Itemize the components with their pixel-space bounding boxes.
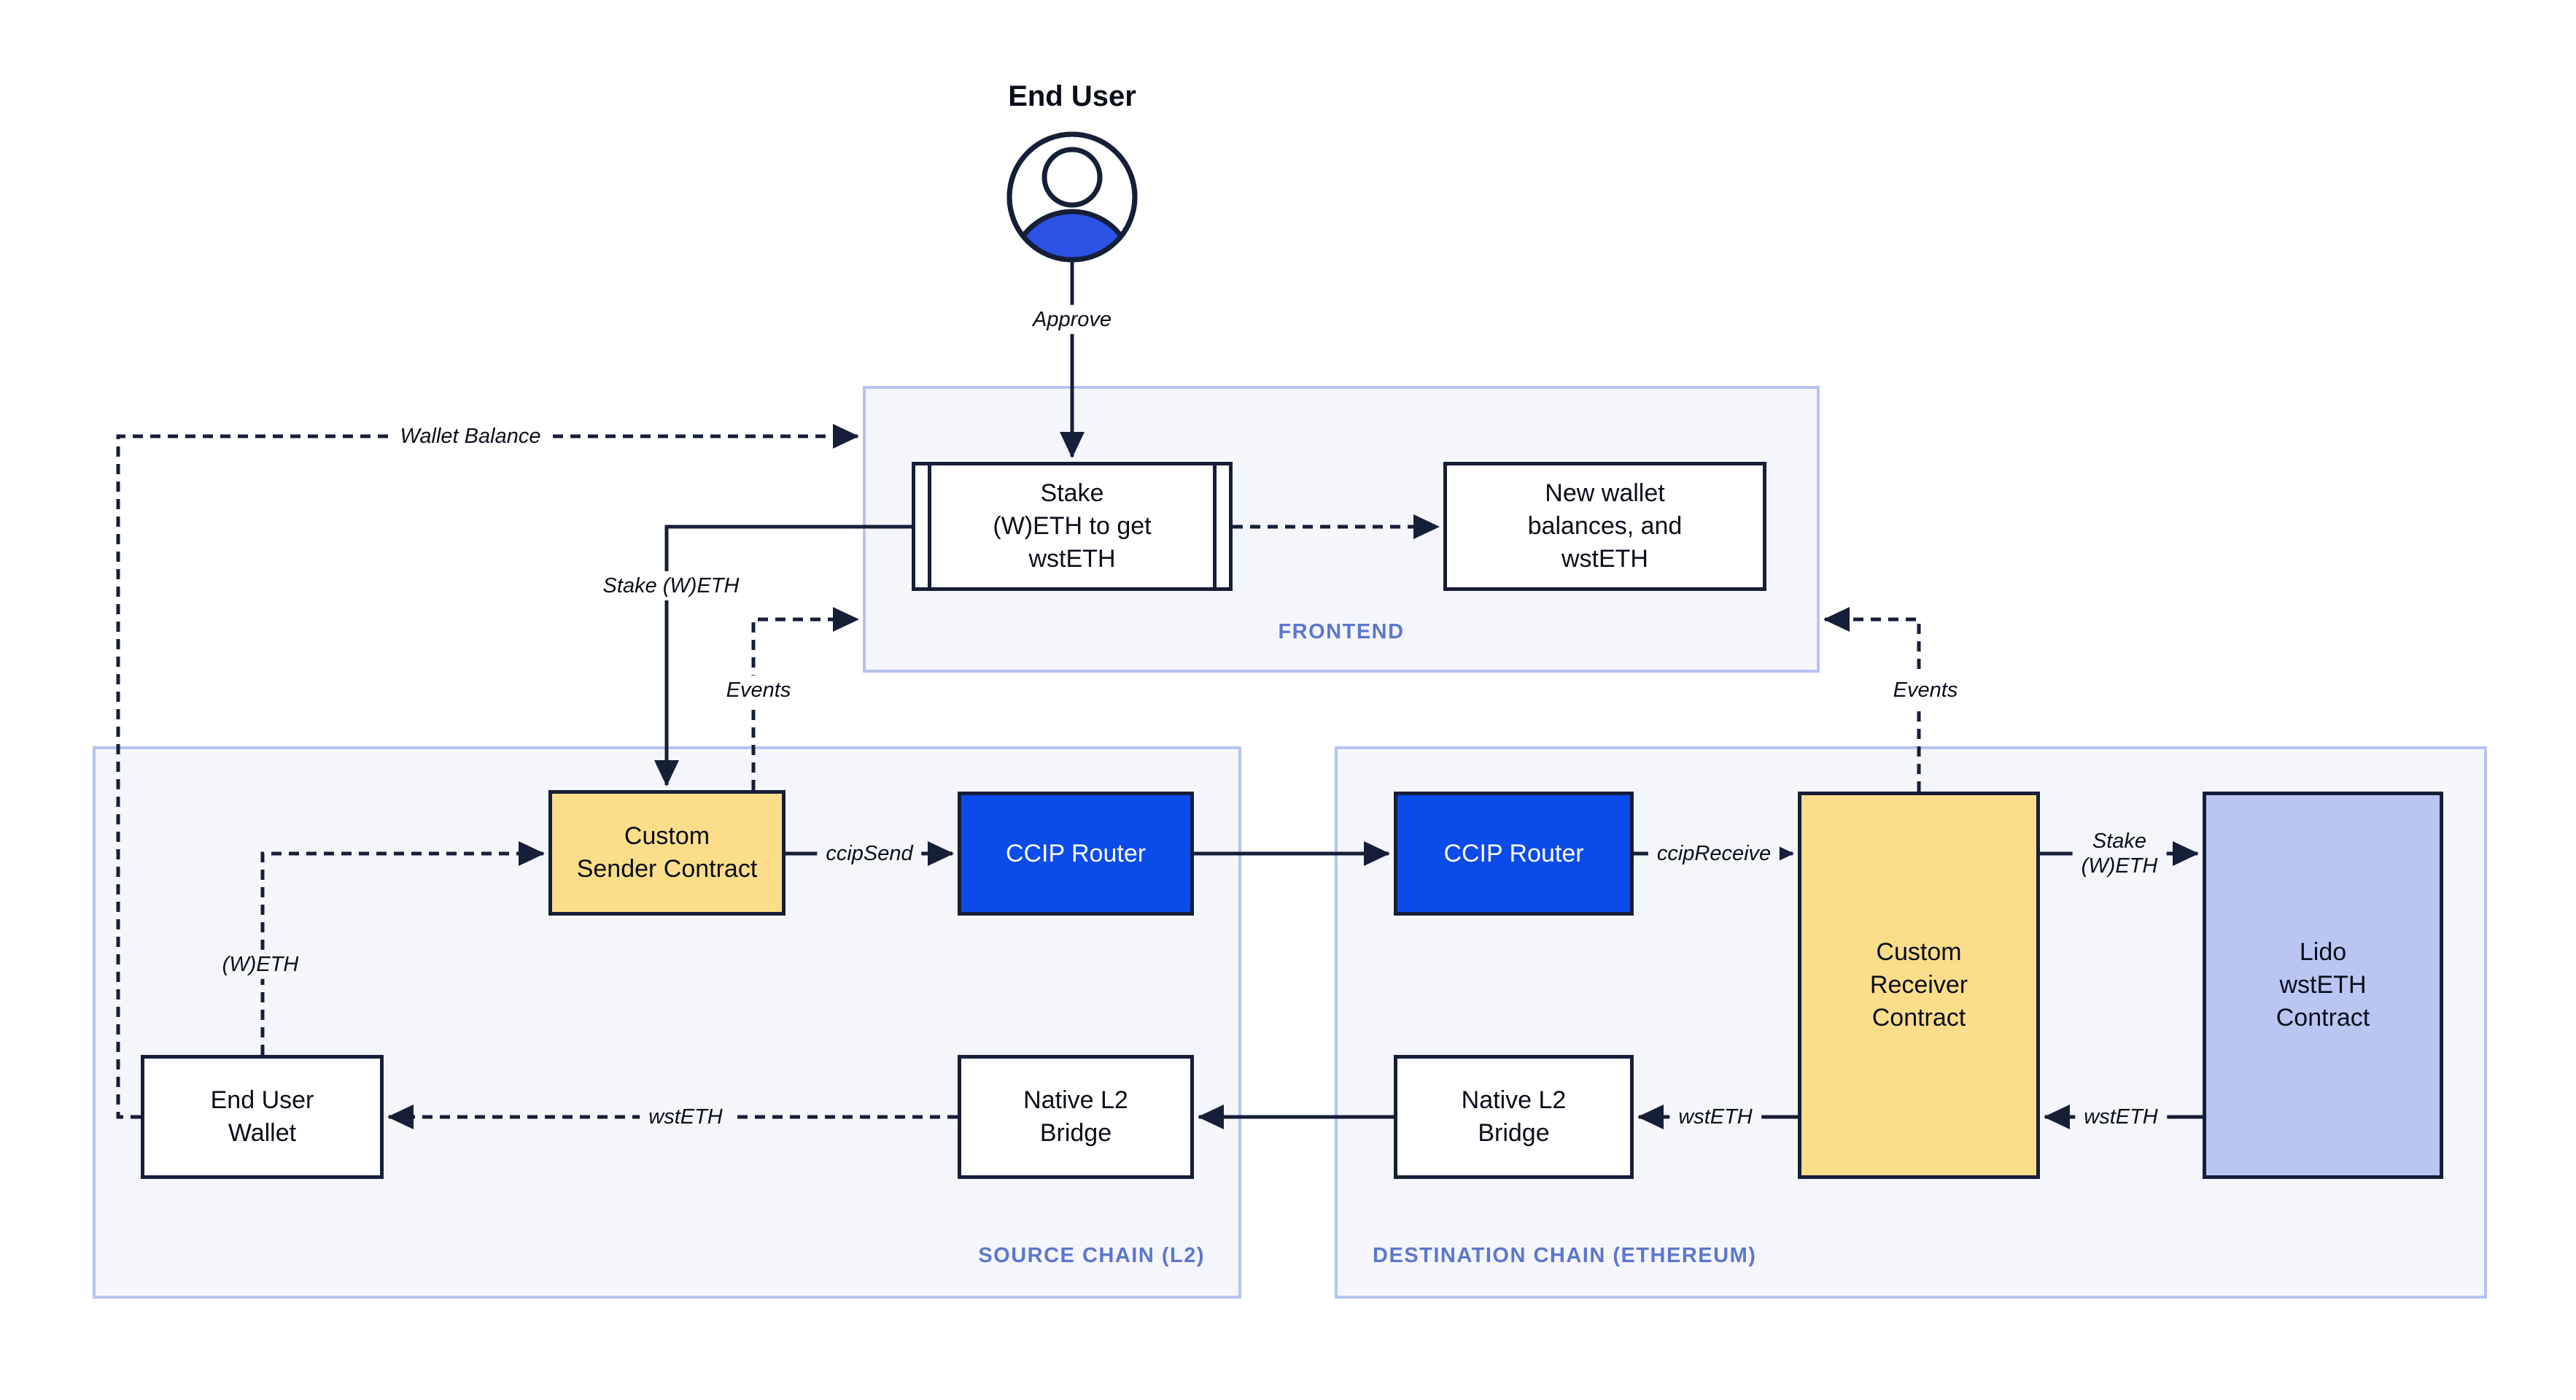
- subroutine-bar-left: [928, 465, 931, 587]
- edge-stake-weth: [654, 525, 912, 786]
- edge-events-left: [751, 607, 859, 790]
- label-approve: Approve: [1023, 304, 1121, 335]
- edge-events-right: [1823, 607, 1921, 792]
- avatar-head: [1041, 147, 1103, 208]
- node-lido-wsteth-contract: Lido wstETH Contract: [2203, 792, 2443, 1179]
- avatar-outline: [1006, 131, 1138, 263]
- source-chain-label: SOURCE CHAIN (L2): [978, 1244, 1205, 1267]
- frontend-label: FRONTEND: [1278, 620, 1405, 643]
- node-native-l2-bridge-dest: Native L2 Bridge: [1394, 1055, 1634, 1179]
- edge-weth: [260, 841, 545, 1055]
- label-stake-weth-dest: Stake (W)ETH: [2072, 826, 2167, 881]
- node-ccip-router-dest: CCIP Router: [1394, 792, 1634, 916]
- node-stake-box: Stake (W)ETH to get wstETH: [912, 462, 1233, 591]
- label-wsteth-to-bridge: wstETH: [1669, 1102, 1761, 1132]
- subroutine-bar-right: [1213, 465, 1217, 587]
- node-native-l2-bridge-source: Native L2 Bridge: [958, 1055, 1194, 1179]
- label-ccipsend: ccipSend: [817, 838, 922, 869]
- label-stake-weth: Stake (W)ETH: [594, 571, 748, 601]
- node-stake-box-label: Stake (W)ETH to get wstETH: [993, 479, 1152, 573]
- label-weth: (W)ETH: [213, 949, 308, 980]
- node-new-wallet: New wallet balances, and wstETH: [1443, 462, 1766, 591]
- destination-chain-label: DESTINATION CHAIN (ETHEREUM): [1373, 1244, 1757, 1267]
- node-custom-receiver-contract: Custom Receiver Contract: [1798, 792, 2040, 1179]
- label-wallet-balance: Wallet Balance: [391, 421, 550, 452]
- end-user-title: End User: [1008, 80, 1136, 112]
- label-events-right: Events: [1884, 675, 1967, 705]
- label-wsteth-from-lido: wstETH: [2075, 1102, 2167, 1132]
- node-ccip-router-source: CCIP Router: [958, 792, 1194, 916]
- label-wsteth-to-wallet: wstETH: [640, 1102, 732, 1132]
- label-events-left: Events: [717, 675, 800, 705]
- node-end-user-wallet: End User Wallet: [141, 1055, 384, 1179]
- label-ccipreceive: ccipReceive: [1648, 838, 1780, 869]
- node-custom-sender-contract: Custom Sender Contract: [548, 790, 785, 916]
- avatar-shoulders: [1012, 209, 1133, 258]
